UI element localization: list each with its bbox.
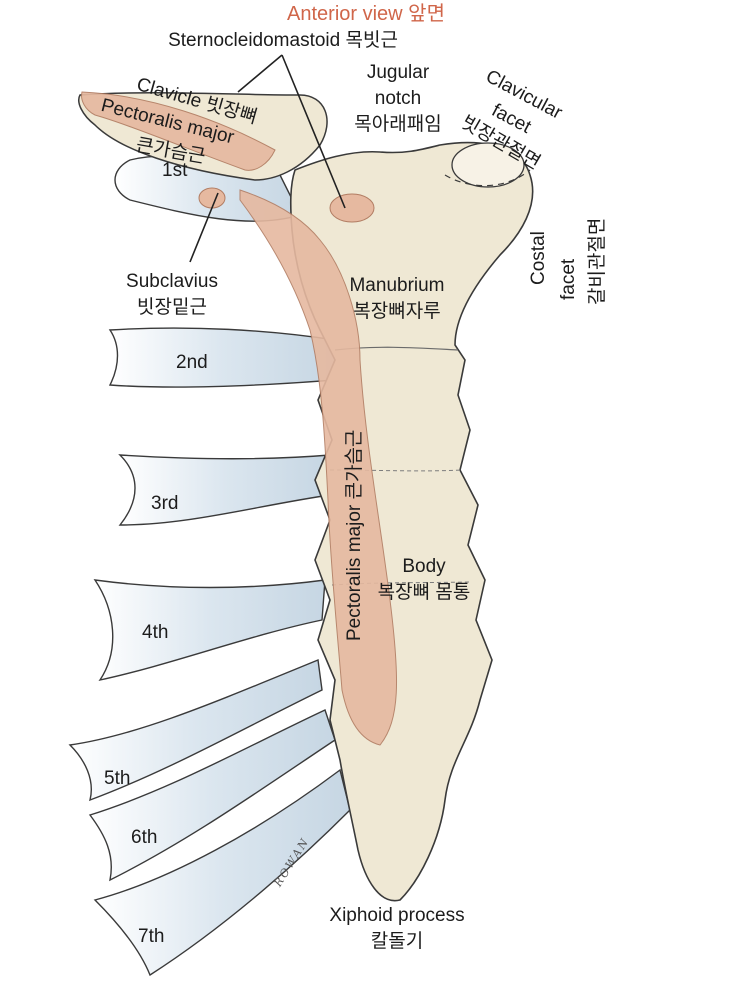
label-body: Body [402,556,446,577]
view-title: Anterior view 앞면 [287,3,445,25]
subclavius-attachment [198,187,226,209]
label-rib-1st: 1st [162,160,188,181]
rib-5th [68,659,323,802]
costal-cartilages [68,155,351,977]
label-costal-facet-2: facet [558,258,579,300]
label-body-ko: 복장뼈 몸통 [377,582,471,603]
label-rib-5th: 5th [104,768,131,789]
label-sternocleidomastoid: Sternocleidomastoid 목빗근 [168,30,398,51]
pectoralis-major-sternal [239,189,398,746]
rib-2nd [108,327,336,388]
label-xiphoid-ko: 칼돌기 [370,931,424,952]
label-subclavius-ko: 빗장밑근 [137,297,207,318]
label-rib-7th: 7th [138,926,165,947]
rib-4th [93,579,326,682]
label-pectoralis-major-vertical: Pectoralis major 큰가슴근 [344,429,365,641]
label-rib-4th: 4th [142,622,169,643]
label-costal-facet-1: Costal [528,231,549,285]
label-manubrium: Manubrium [349,275,445,296]
label-subclavius: Subclavius [126,271,218,292]
label-manubrium-ko: 복장뼈자루 [353,301,441,322]
leader-lines [189,54,346,263]
rib-6th [88,709,336,882]
label-rib-3rd: 3rd [151,493,179,514]
sternocleidomastoid-attachment [329,193,375,223]
label-jugular-notch-1: Jugular [366,62,430,83]
label-jugular-notch-ko: 목아래패임 [354,114,442,135]
label-rib-6th: 6th [131,827,158,848]
rib-3rd [118,454,331,526]
label-xiphoid-process: Xiphoid process [329,905,465,926]
rib-7th [93,768,351,977]
label-jugular-notch-2: notch [374,88,422,109]
label-rib-2nd: 2nd [176,352,208,373]
label-costal-facet-ko: 갈비관절면 [587,217,608,305]
clavicular-facet-shape [451,142,525,188]
pectoralis-major-clavicular [81,91,276,171]
